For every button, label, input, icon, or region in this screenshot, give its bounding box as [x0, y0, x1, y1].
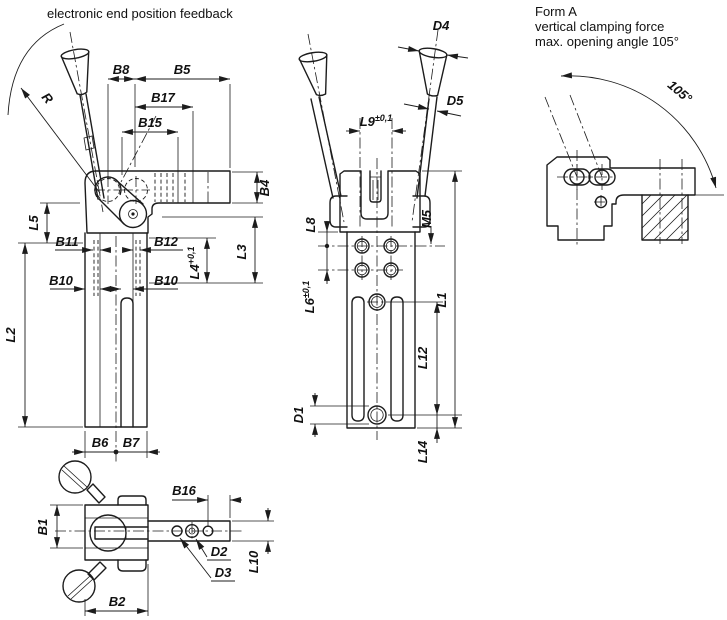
dim-label-b11: B11: [56, 234, 79, 249]
top-view: B1 B2 B16 L10 D2 D3: [35, 460, 274, 616]
dim-label-l4: L4+0,1: [186, 247, 202, 280]
dim-label-b17: B17: [151, 90, 176, 105]
dim-label-l6: L6±0,1: [301, 281, 317, 314]
dim-label-d2: D2: [211, 544, 228, 559]
feedback-note: electronic end position feedback: [47, 6, 233, 21]
side-right-knob: [418, 47, 448, 59]
front-column-slot: [120, 297, 134, 428]
dim-label-r: R: [39, 90, 57, 107]
dim-label-d3: D3: [215, 565, 232, 580]
front-pivot-circle: [118, 199, 148, 229]
workpiece-hatch: [641, 194, 689, 241]
top-knob-1: [58, 460, 92, 494]
dim-label-m5: M5: [419, 209, 434, 228]
dim-label-b8: B8: [113, 62, 130, 77]
form-a-line3: max. opening angle 105°: [535, 34, 679, 49]
dim-label-d4: D4: [433, 18, 450, 33]
angle-label-105: 105°: [665, 77, 696, 106]
side-head-outline: [339, 170, 421, 233]
dim-label-b7: B7: [123, 435, 140, 450]
side-column-outline: [346, 231, 416, 429]
form-a-line2: vertical clamping force: [535, 19, 665, 34]
dim-label-b5: B5: [174, 62, 191, 77]
form-a-view: 105°: [544, 72, 724, 247]
dim-label-b4: B4: [257, 179, 272, 196]
dim-label-b6: B6: [92, 435, 109, 450]
dim-label-b12: B12: [154, 234, 179, 249]
top-knob-2: [62, 569, 96, 603]
dim-label-b16: B16: [172, 483, 197, 498]
front-view: R B8 B5 B17 B15 B4 L5 B11 B12 L4+0,1 L3 …: [3, 23, 272, 462]
dim-label-l1: L1: [434, 292, 449, 307]
dim-label-l12: L12: [415, 346, 430, 369]
front-head-outline: [84, 170, 231, 234]
mounting-holes: [354, 236, 399, 280]
form-a-title: Form A: [535, 4, 577, 19]
dim-label-d1: D1: [291, 407, 306, 424]
dim-label-b15: B15: [138, 115, 163, 130]
dim-label-l2: L2: [3, 327, 18, 343]
dim-label-l3: L3: [234, 244, 249, 260]
form-a-note: Form A vertical clamping force max. open…: [535, 4, 679, 49]
dim-label-b10-right: B10: [154, 273, 179, 288]
dim-label-b2: B2: [109, 594, 126, 609]
dim-label-b10-left: B10: [49, 273, 74, 288]
top-body-outline: [84, 504, 149, 561]
dim-label-l10: L10: [246, 550, 261, 573]
dim-label-l9: L9±0,1: [360, 113, 393, 129]
dim-label-l14: L14: [415, 440, 430, 463]
side-view: L9±0,1 D4 D5 L8 L6±0,1 M5: [291, 18, 469, 463]
dim-label-l8: L8: [303, 217, 318, 233]
dim-label-b1: B1: [35, 519, 50, 536]
dim-label-l5: L5: [26, 215, 41, 231]
dim-label-d5: D5: [447, 93, 464, 108]
